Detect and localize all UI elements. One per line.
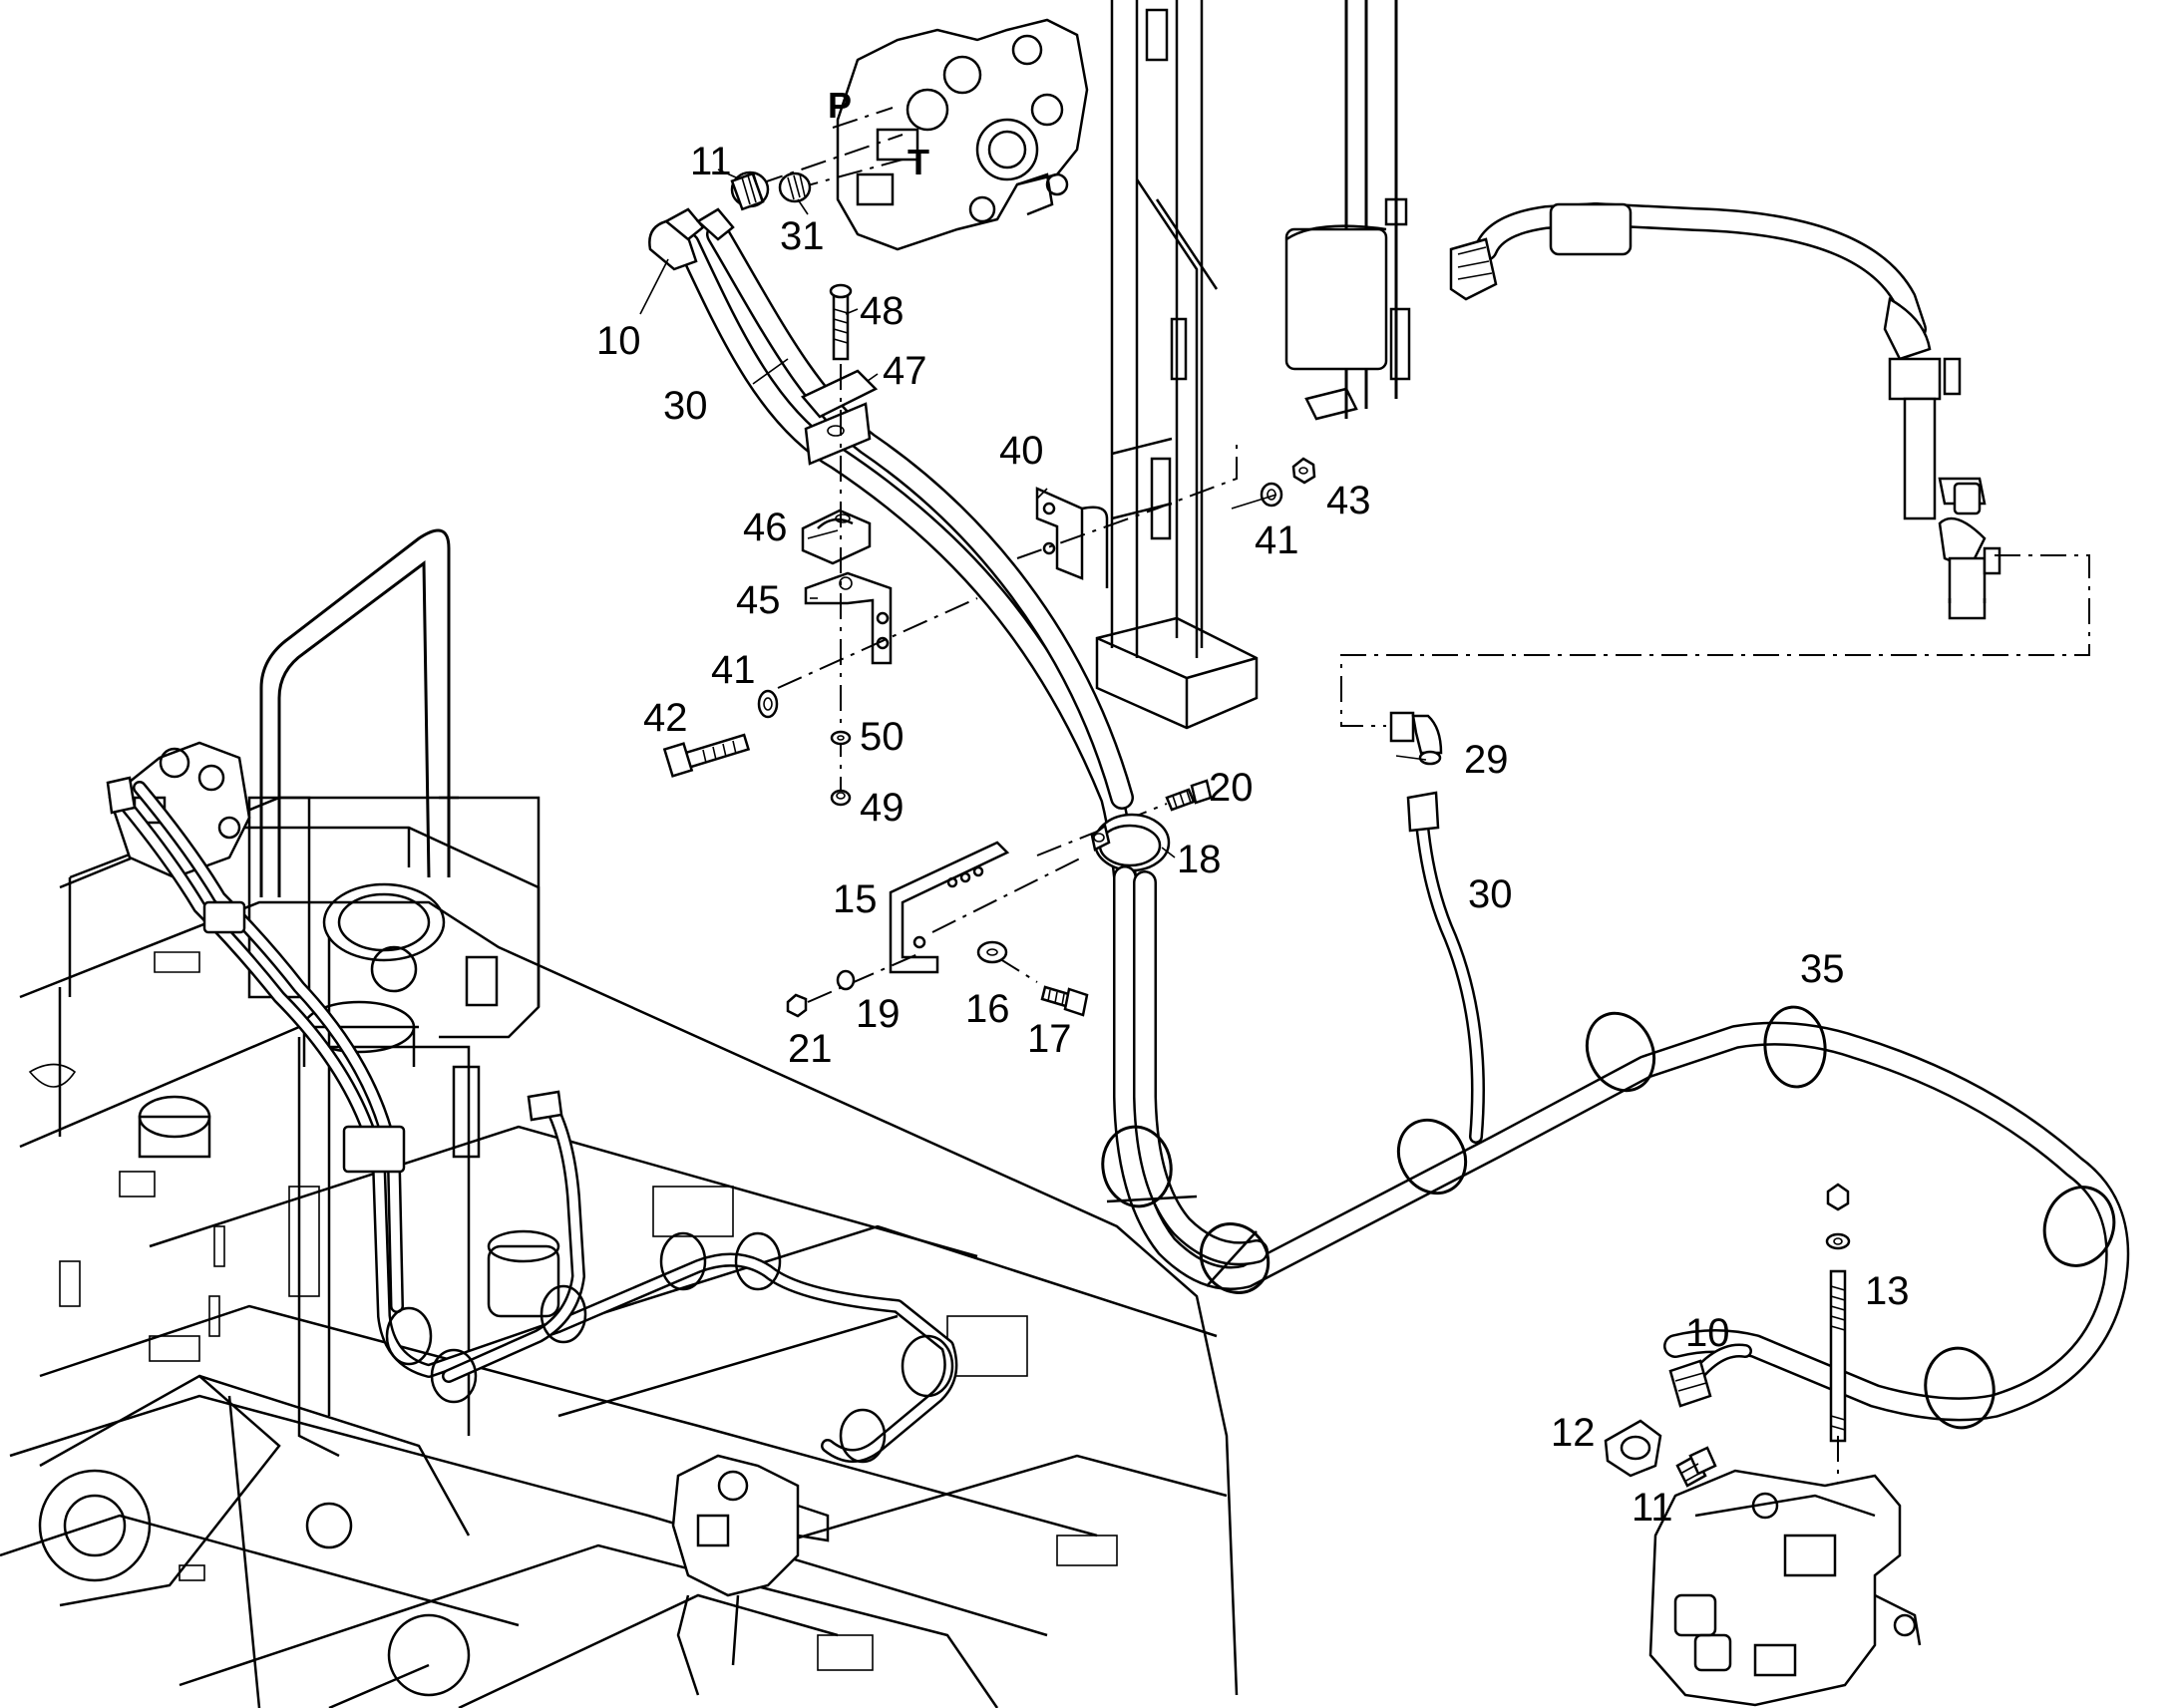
- callout-18: 18: [1177, 838, 1222, 881]
- stud-13: [1825, 1183, 1851, 1443]
- callout-10-top: 10: [596, 319, 641, 363]
- bracket-15-axis-left: [807, 951, 923, 1003]
- support-post: [1095, 0, 1411, 730]
- lockwasher-19: [836, 969, 856, 991]
- hose-left-machine: [106, 776, 958, 1464]
- port-label-p: P: [828, 85, 852, 126]
- elbow-29: [1389, 711, 1443, 766]
- bolt-42: [662, 733, 751, 778]
- callout-49: 49: [860, 786, 905, 830]
- bracket-15-axis-top: [931, 856, 1083, 933]
- callout-12: 12: [1551, 1411, 1596, 1455]
- left-valve-block: [108, 741, 251, 879]
- control-valve-top: [836, 18, 1089, 251]
- callout-41-right: 41: [1255, 518, 1299, 562]
- bolt-48: [829, 283, 853, 361]
- port-p-axis: [757, 134, 904, 185]
- fitting-11-top: [730, 171, 770, 211]
- clamp-18: [1090, 813, 1171, 872]
- callout-46: 46: [743, 506, 788, 549]
- callout-19: 19: [856, 992, 901, 1036]
- bolt-17: [1040, 985, 1089, 1017]
- callout-16: 16: [965, 987, 1010, 1031]
- fitting-11-bottom: [1675, 1446, 1717, 1488]
- bracket-40: [1035, 487, 1109, 588]
- port-label-t: T: [908, 142, 929, 182]
- callout-42: 42: [643, 696, 688, 740]
- callout-48: 48: [860, 289, 905, 333]
- callout-17: 17: [1027, 1017, 1072, 1061]
- bolt-20: [1165, 779, 1213, 812]
- machine-frame: [0, 528, 1239, 1708]
- hose-30-right: [1406, 791, 1485, 1144]
- small-valve-center: [671, 1454, 830, 1696]
- callout-11-top: 11: [690, 140, 732, 183]
- hose-10-bottom: [1668, 1343, 1752, 1408]
- hose-35-wraps: [1101, 1005, 2116, 1430]
- nut-49: [830, 789, 852, 807]
- upper-right-hose-detail: [1449, 202, 2001, 620]
- callout-41-left: 41: [711, 648, 756, 692]
- fitting-12: [1604, 1419, 1662, 1478]
- leader-lines: [639, 169, 1427, 858]
- hose-end-10-top: [648, 207, 735, 271]
- callout-47: 47: [883, 349, 927, 393]
- callout-13: 13: [1865, 1269, 1910, 1313]
- callout-20: 20: [1209, 766, 1254, 810]
- callout-40: 40: [999, 429, 1044, 473]
- callout-45: 45: [736, 578, 781, 622]
- callout-30-left: 30: [663, 384, 708, 428]
- bolt-42-axis: [777, 597, 978, 689]
- washer-41-right: [1260, 482, 1283, 508]
- fitting-31: [778, 171, 812, 203]
- port-p-centerline: [832, 107, 894, 129]
- lockwasher-50: [830, 730, 852, 746]
- hose-35-main: [1113, 865, 2130, 1422]
- plate-47: [800, 369, 879, 419]
- callout-10-bottom: 10: [1685, 1311, 1730, 1355]
- callout-35: 35: [1800, 947, 1845, 991]
- callout-31: 31: [780, 214, 825, 258]
- callout-15: 15: [833, 877, 878, 921]
- bracket-15-axis-mid: [996, 956, 1038, 983]
- washer-16: [976, 940, 1008, 964]
- callout-43: 43: [1326, 479, 1371, 522]
- bracket-45: [804, 571, 893, 665]
- control-valve-bottom: [1648, 1469, 1922, 1707]
- washer-41-left: [757, 689, 779, 719]
- clamp-upper: [804, 402, 872, 466]
- callout-11-bottom: 11: [1632, 1486, 1673, 1530]
- callout-50: 50: [860, 715, 905, 759]
- nut-43: [1291, 457, 1316, 485]
- port-t-axis: [792, 159, 904, 190]
- routing-centerline-29: [1340, 554, 2090, 727]
- callout-30-right: 30: [1468, 872, 1513, 916]
- callout-21: 21: [788, 1027, 833, 1071]
- callout-29: 29: [1464, 738, 1509, 782]
- callout-labels: 11 31 10 48 47 30 40 41 43 46 45 41 42 5…: [596, 140, 1910, 1530]
- nut-21: [786, 993, 808, 1018]
- bracket-15: [889, 841, 1010, 974]
